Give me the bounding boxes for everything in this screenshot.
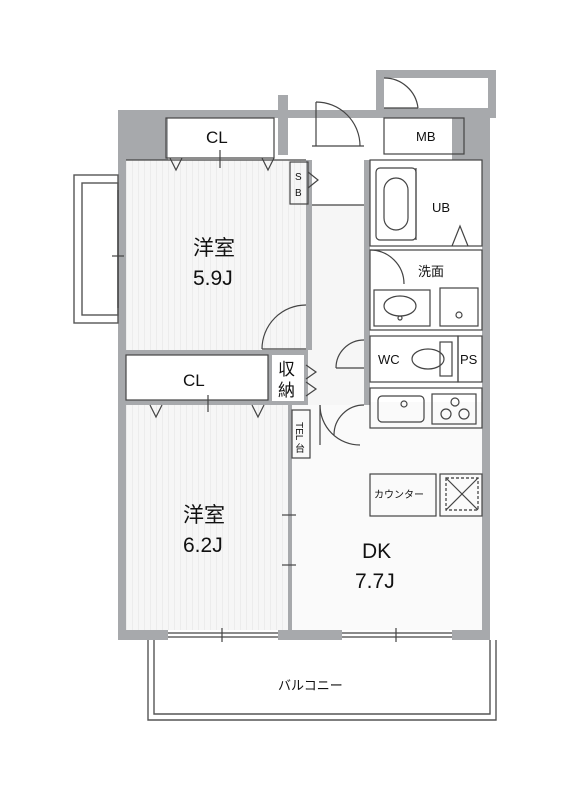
western-room-1: 洋室 5.9J bbox=[126, 159, 307, 350]
shoe-box-s: S bbox=[295, 172, 302, 183]
western-room-1-size: 5.9J bbox=[193, 267, 233, 290]
western-room-2-size: 6.2J bbox=[183, 534, 223, 557]
storage: 収 納 bbox=[278, 360, 318, 401]
washroom-label: 洗面 bbox=[418, 265, 444, 280]
shoe-box-b: B bbox=[295, 188, 302, 199]
shoe-box: S B bbox=[289, 161, 319, 205]
hall-door bbox=[319, 404, 365, 446]
toilet-label: WC bbox=[378, 352, 400, 367]
tel-stand-label-2: 台 bbox=[295, 442, 305, 455]
meter-box-label: MB bbox=[416, 129, 436, 144]
interior-walls bbox=[126, 160, 370, 630]
toilet: WC bbox=[335, 335, 459, 383]
western-room-1-name: 洋室 bbox=[193, 236, 235, 260]
unit-bath: UB bbox=[369, 159, 483, 247]
pipe-space-label: PS bbox=[460, 352, 478, 367]
western-room-2-name: 洋室 bbox=[183, 503, 225, 527]
counter-label: カウンター bbox=[374, 489, 424, 501]
pipe-space: PS bbox=[457, 335, 483, 383]
western-room-2: 洋室 6.2J bbox=[183, 503, 296, 566]
storage-label-2: 納 bbox=[278, 381, 295, 401]
balcony: バルコニー bbox=[147, 640, 497, 721]
closet-top: CL bbox=[165, 117, 275, 172]
closet-middle-label: CL bbox=[183, 371, 205, 390]
left-window bbox=[73, 174, 124, 324]
unit-bath-label: UB bbox=[432, 200, 450, 215]
kitchen-counter bbox=[369, 387, 483, 429]
western-room-2-floor bbox=[126, 402, 290, 630]
dining-kitchen: DK 7.7J カウンター bbox=[355, 473, 483, 593]
closet-top-label: CL bbox=[206, 128, 228, 147]
washroom: 洗面 bbox=[369, 249, 483, 331]
storage-label-1: 収 bbox=[278, 360, 295, 380]
closet-middle: CL bbox=[125, 354, 269, 419]
bottom-windows bbox=[168, 628, 452, 642]
dk-size: 7.7J bbox=[355, 570, 395, 593]
dk-name: DK bbox=[362, 540, 391, 563]
tel-stand: TEL 台 bbox=[291, 409, 311, 459]
tel-stand-label-1: TEL bbox=[293, 422, 304, 441]
balcony-label: バルコニー bbox=[278, 679, 343, 694]
meter-box: MB bbox=[383, 77, 465, 155]
hall-floor bbox=[306, 205, 364, 405]
entrance-door bbox=[312, 101, 364, 206]
western-room-1-floor bbox=[126, 160, 306, 350]
